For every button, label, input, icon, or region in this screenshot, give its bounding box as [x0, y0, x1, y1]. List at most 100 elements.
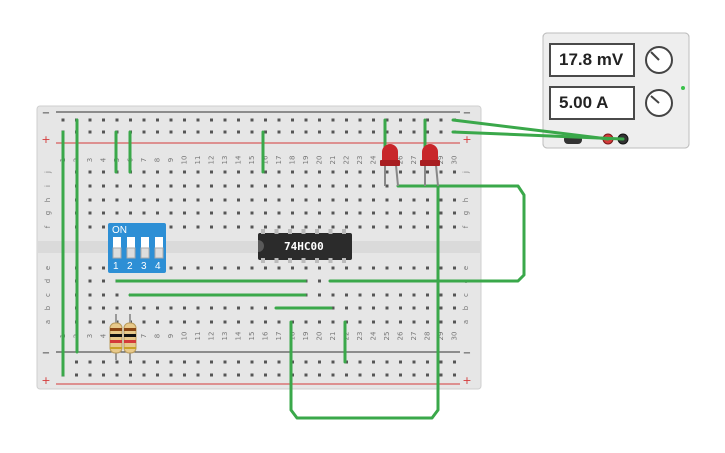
- breadboard-hole[interactable]: [385, 320, 389, 324]
- breadboard-hole[interactable]: [264, 118, 267, 122]
- breadboard-hole[interactable]: [318, 118, 321, 122]
- breadboard-hole[interactable]: [88, 266, 92, 270]
- breadboard-hole[interactable]: [291, 211, 294, 215]
- breadboard-hole[interactable]: [142, 373, 146, 377]
- breadboard-hole[interactable]: [345, 266, 348, 270]
- breadboard-hole[interactable]: [385, 118, 389, 122]
- breadboard-hole[interactable]: [304, 184, 308, 188]
- breadboard-hole[interactable]: [264, 373, 267, 377]
- breadboard-hole[interactable]: [129, 373, 132, 377]
- breadboard-hole[interactable]: [250, 198, 254, 202]
- breadboard-hole[interactable]: [237, 170, 240, 174]
- breadboard-hole[interactable]: [426, 130, 429, 134]
- breadboard-hole[interactable]: [277, 360, 281, 364]
- breadboard-hole[interactable]: [399, 306, 402, 310]
- breadboard-hole[interactable]: [102, 211, 105, 215]
- breadboard-hole[interactable]: [426, 293, 429, 297]
- breadboard-hole[interactable]: [304, 130, 308, 134]
- breadboard-hole[interactable]: [196, 211, 200, 215]
- breadboard-hole[interactable]: [304, 360, 308, 364]
- breadboard-hole[interactable]: [412, 170, 416, 174]
- breadboard-hole[interactable]: [372, 306, 375, 310]
- breadboard-hole[interactable]: [453, 320, 456, 324]
- breadboard-hole[interactable]: [439, 225, 443, 229]
- breadboard-hole[interactable]: [331, 225, 335, 229]
- breadboard-hole[interactable]: [358, 266, 362, 270]
- breadboard-hole[interactable]: [196, 360, 200, 364]
- breadboard-hole[interactable]: [169, 225, 173, 229]
- breadboard-hole[interactable]: [331, 211, 335, 215]
- breadboard-hole[interactable]: [88, 130, 92, 134]
- breadboard-hole[interactable]: [250, 130, 254, 134]
- breadboard-hole[interactable]: [210, 198, 213, 202]
- breadboard-hole[interactable]: [88, 118, 92, 122]
- breadboard-hole[interactable]: [291, 118, 294, 122]
- breadboard-hole[interactable]: [115, 198, 119, 202]
- breadboard-hole[interactable]: [331, 184, 335, 188]
- breadboard-hole[interactable]: [372, 184, 375, 188]
- breadboard-hole[interactable]: [358, 170, 362, 174]
- breadboard-hole[interactable]: [196, 373, 200, 377]
- breadboard-hole[interactable]: [169, 170, 173, 174]
- breadboard-hole[interactable]: [156, 211, 159, 215]
- breadboard-hole[interactable]: [358, 373, 362, 377]
- breadboard-hole[interactable]: [223, 130, 227, 134]
- breadboard-hole[interactable]: [345, 184, 348, 188]
- dip-toggle-knob[interactable]: [154, 247, 164, 259]
- breadboard-hole[interactable]: [102, 130, 105, 134]
- breadboard-hole[interactable]: [358, 320, 362, 324]
- breadboard-hole[interactable]: [142, 198, 146, 202]
- breadboard-hole[interactable]: [399, 320, 402, 324]
- breadboard-hole[interactable]: [183, 306, 186, 310]
- breadboard-hole[interactable]: [264, 184, 267, 188]
- breadboard-hole[interactable]: [385, 184, 389, 188]
- breadboard-hole[interactable]: [169, 320, 173, 324]
- breadboard-hole[interactable]: [250, 306, 254, 310]
- breadboard-hole[interactable]: [426, 360, 429, 364]
- breadboard-hole[interactable]: [250, 211, 254, 215]
- breadboard-hole[interactable]: [169, 373, 173, 377]
- breadboard-hole[interactable]: [385, 225, 389, 229]
- breadboard-hole[interactable]: [142, 130, 146, 134]
- breadboard-hole[interactable]: [385, 170, 389, 174]
- breadboard-hole[interactable]: [453, 170, 456, 174]
- breadboard-hole[interactable]: [345, 293, 348, 297]
- breadboard-hole[interactable]: [426, 266, 429, 270]
- breadboard-hole[interactable]: [453, 211, 456, 215]
- breadboard-hole[interactable]: [439, 130, 443, 134]
- breadboard-hole[interactable]: [331, 170, 335, 174]
- breadboard-hole[interactable]: [358, 293, 362, 297]
- breadboard-hole[interactable]: [210, 266, 213, 270]
- breadboard-hole[interactable]: [412, 373, 416, 377]
- breadboard-hole[interactable]: [318, 211, 321, 215]
- breadboard-hole[interactable]: [358, 184, 362, 188]
- breadboard-hole[interactable]: [345, 118, 348, 122]
- breadboard-hole[interactable]: [142, 211, 146, 215]
- breadboard-hole[interactable]: [223, 198, 227, 202]
- breadboard-hole[interactable]: [318, 360, 321, 364]
- breadboard-hole[interactable]: [277, 320, 281, 324]
- breadboard-hole[interactable]: [102, 170, 105, 174]
- breadboard-hole[interactable]: [277, 373, 281, 377]
- breadboard-hole[interactable]: [223, 266, 227, 270]
- breadboard-hole[interactable]: [318, 225, 321, 229]
- breadboard-hole[interactable]: [223, 184, 227, 188]
- breadboard-hole[interactable]: [372, 373, 375, 377]
- breadboard-hole[interactable]: [115, 360, 119, 364]
- breadboard-hole[interactable]: [237, 360, 240, 364]
- breadboard-hole[interactable]: [345, 225, 348, 229]
- ic-74hc00[interactable]: [258, 229, 352, 263]
- breadboard-hole[interactable]: [169, 266, 173, 270]
- breadboard-hole[interactable]: [385, 360, 389, 364]
- breadboard-hole[interactable]: [264, 320, 267, 324]
- breadboard-hole[interactable]: [318, 373, 321, 377]
- breadboard-hole[interactable]: [129, 198, 132, 202]
- breadboard-hole[interactable]: [223, 373, 227, 377]
- breadboard-hole[interactable]: [223, 211, 227, 215]
- breadboard-hole[interactable]: [156, 373, 159, 377]
- breadboard-hole[interactable]: [223, 170, 227, 174]
- breadboard-hole[interactable]: [304, 170, 308, 174]
- breadboard-hole[interactable]: [345, 211, 348, 215]
- breadboard-hole[interactable]: [237, 320, 240, 324]
- breadboard-hole[interactable]: [196, 184, 200, 188]
